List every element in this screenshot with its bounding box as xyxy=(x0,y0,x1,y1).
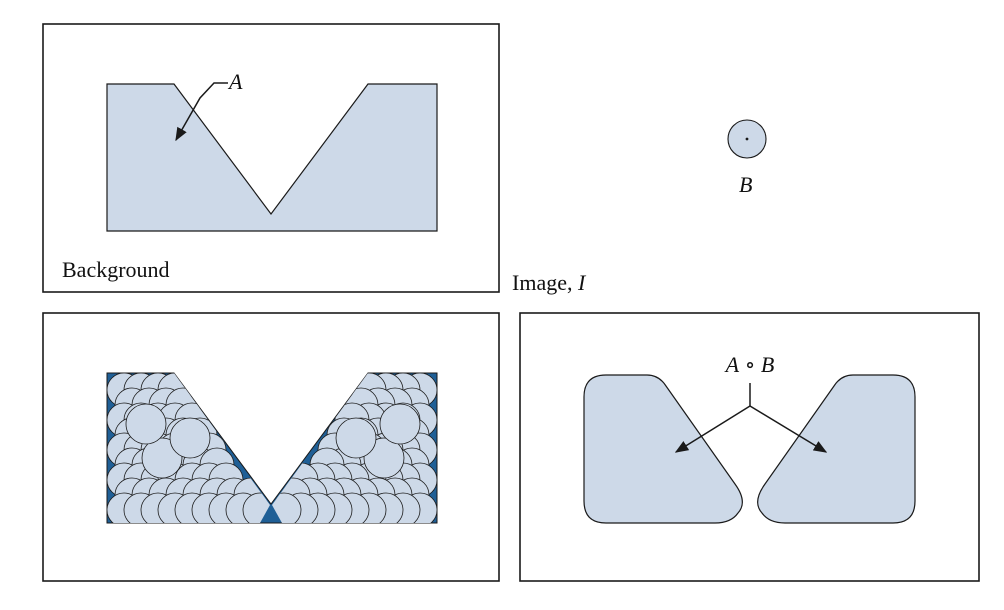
opening-label-b: B xyxy=(761,352,774,377)
image-caption: Image, I xyxy=(512,270,587,295)
panel-background-set-a: A Background xyxy=(42,23,500,293)
disk-translate xyxy=(141,437,183,479)
disk-translates-left xyxy=(107,373,270,523)
disk-translates-right xyxy=(272,373,437,523)
opening-right-component xyxy=(757,374,916,524)
opening-leader-right xyxy=(749,405,828,453)
set-b-label: B xyxy=(739,172,752,197)
disk-translate xyxy=(335,417,377,459)
set-a-label: A xyxy=(227,69,243,94)
structuring-element-b: B xyxy=(727,119,767,197)
disk-translate xyxy=(169,417,211,459)
disk-translate xyxy=(363,437,405,479)
opening-leader-left xyxy=(674,405,751,453)
panel-disk-translates xyxy=(42,312,500,582)
disk-b-origin xyxy=(745,137,749,141)
background-caption: Background xyxy=(62,257,170,282)
image-caption-text: Image, xyxy=(512,270,578,295)
disk-translate xyxy=(125,403,167,445)
opening-label-a: A xyxy=(724,352,740,377)
set-a-label-leader xyxy=(175,82,228,142)
panel-opening-result: A ∘ B xyxy=(519,312,980,582)
set-a-shape xyxy=(106,83,438,232)
disk-translate xyxy=(379,403,421,445)
opening-left-component xyxy=(583,374,743,524)
image-caption-variable: I xyxy=(577,270,587,295)
opening-operator: ∘ xyxy=(745,352,756,377)
opening-label: A ∘ B xyxy=(724,352,775,377)
